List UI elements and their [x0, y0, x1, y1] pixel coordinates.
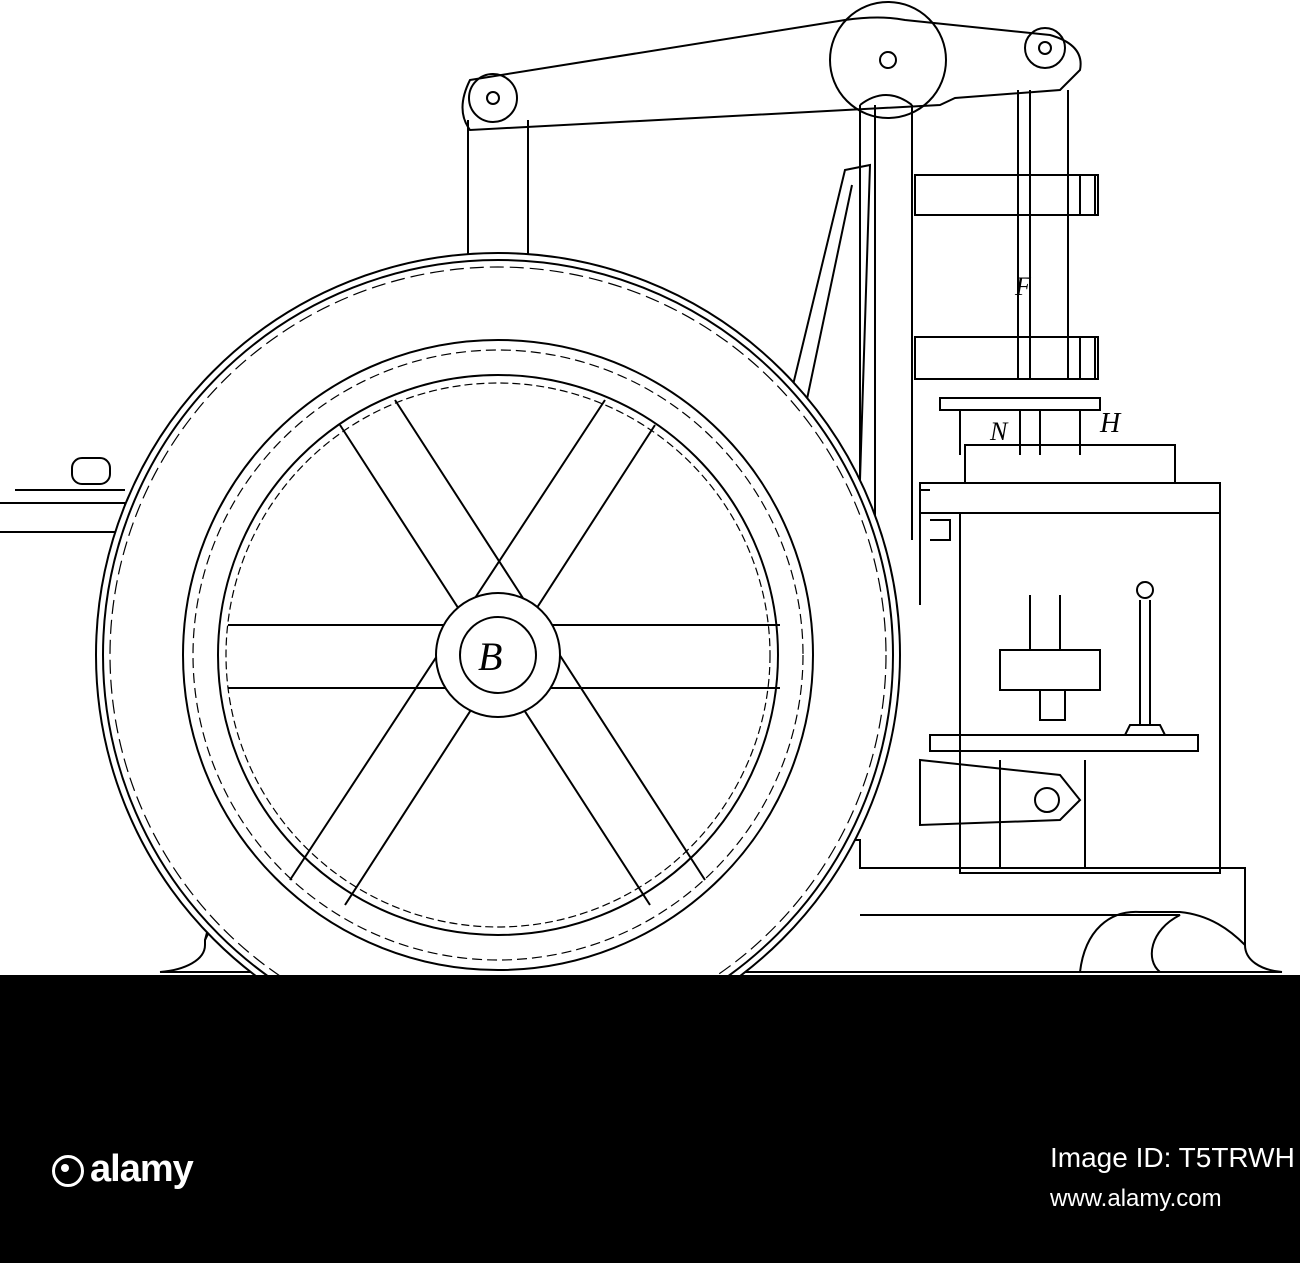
lever-pivot-right — [1024, 27, 1066, 69]
base-arch-right — [1079, 910, 1246, 973]
label-f: F — [1014, 272, 1032, 301]
guide-bracket-upper — [914, 174, 1096, 216]
lower-pivot — [1034, 787, 1060, 813]
machine-housing — [959, 512, 1221, 874]
brand-name: alamy — [90, 1148, 194, 1190]
lower-lever — [919, 758, 1082, 827]
machine-illustration: F N H B — [0, 1, 1283, 975]
lever-pivot-center — [829, 1, 947, 119]
top-lever — [461, 16, 1082, 132]
image-id-label: Image ID: T5TRWH — [1050, 1142, 1295, 1173]
die-block — [964, 444, 1176, 484]
brand-logo[interactable]: alamy — [52, 1148, 194, 1191]
ram-guide — [1017, 90, 1069, 380]
footer-bar — [0, 975, 1300, 1263]
guide-bracket-lower — [914, 336, 1096, 380]
logo-icon — [52, 1154, 84, 1187]
lever-pivot-left — [468, 73, 518, 123]
label-h: H — [1099, 408, 1122, 439]
label-b: B — [478, 634, 502, 679]
crossbar-bolt — [71, 457, 111, 485]
lower-platform — [929, 734, 1199, 752]
site-url[interactable]: www.alamy.com — [1050, 1185, 1222, 1212]
crossbar-left — [0, 489, 126, 533]
flywheel-hub — [435, 592, 561, 718]
label-n: N — [989, 417, 1009, 446]
die-plate — [939, 397, 1101, 411]
central-column — [859, 94, 913, 540]
